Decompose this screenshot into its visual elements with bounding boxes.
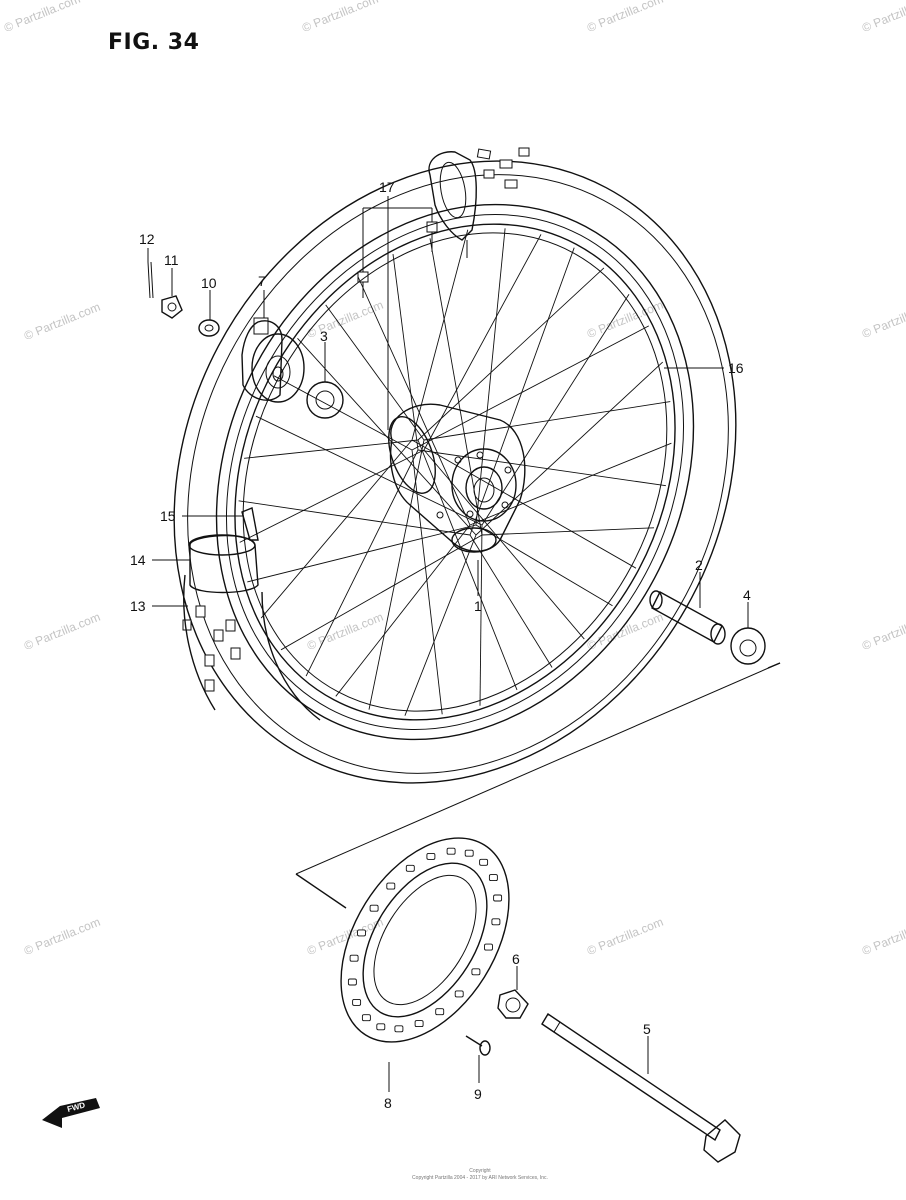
- wheel-bearing-3: [306, 381, 344, 419]
- disc-vent-hole: [376, 1023, 386, 1031]
- disc-vent-hole: [352, 998, 362, 1006]
- callout-17: 17: [379, 179, 395, 195]
- spoke: [280, 534, 483, 651]
- disc-vent-hole: [347, 978, 357, 986]
- spoke: [469, 442, 672, 526]
- spoke: [404, 534, 477, 716]
- disc-vent-hole: [414, 1020, 424, 1028]
- spoke: [255, 415, 483, 526]
- brake-disc-8: [340, 837, 510, 1043]
- figure-title: FIG. 34: [108, 30, 200, 55]
- disc-vent-hole: [464, 849, 474, 857]
- front-axle-5: [541, 1013, 741, 1163]
- disc-vent-hole: [471, 968, 481, 976]
- spoke: [238, 500, 471, 536]
- spoke: [475, 361, 664, 536]
- spoke: [469, 247, 575, 536]
- spoke: [423, 401, 671, 441]
- spoke: [475, 228, 506, 526]
- spacer-2: [649, 590, 726, 645]
- rim-band: [183, 507, 321, 721]
- spoke: [423, 449, 585, 640]
- callout-16: 16: [728, 360, 744, 376]
- rim-lock: [357, 151, 477, 298]
- disc-vent-hole: [394, 1025, 404, 1033]
- callout-5: 5: [643, 1021, 651, 1037]
- spoke: [305, 449, 419, 677]
- spoke: [481, 293, 630, 526]
- disc-vent-hole: [386, 882, 396, 890]
- disc-vent-hole: [446, 847, 456, 855]
- spoke: [417, 439, 518, 691]
- callout-numbers: 1 2 3 4 5 6 7 8 9 10 11 12 13 14 15 16 1…: [130, 179, 751, 1111]
- disc-vent-hole: [426, 852, 436, 860]
- spoke: [479, 524, 483, 706]
- callout-8: 8: [384, 1095, 392, 1111]
- disc-vent-hole: [488, 874, 498, 882]
- washer-10: [198, 319, 220, 337]
- spokes: [238, 228, 672, 716]
- callout-12: 12: [139, 231, 155, 247]
- callout-15: 15: [160, 508, 176, 524]
- leader-lines: [147, 196, 749, 1092]
- disc-vent-hole: [435, 1008, 445, 1016]
- disc-vent-hole: [484, 943, 493, 951]
- disc-vent-hole: [405, 864, 415, 872]
- callout-6: 6: [512, 951, 520, 967]
- disc-vent-hole: [479, 858, 489, 866]
- copyright-line-1: Copyright: [469, 1168, 491, 1174]
- callout-9: 9: [474, 1086, 482, 1102]
- callout-4: 4: [743, 587, 751, 603]
- disc-vent-hole: [454, 990, 464, 998]
- assembly-axis-line: [295, 662, 781, 909]
- callout-2: 2: [695, 557, 703, 573]
- disc-vent-hole: [491, 918, 501, 926]
- spoke: [297, 337, 477, 536]
- callout-11: 11: [164, 252, 179, 268]
- cotter-pin-12: [147, 261, 154, 299]
- spoke: [475, 524, 613, 607]
- disc-vent-hole: [357, 929, 366, 937]
- spoke: [469, 534, 553, 668]
- spoke: [411, 439, 637, 569]
- spoke: [392, 254, 419, 451]
- spoke: [417, 267, 605, 441]
- spoke: [247, 524, 477, 583]
- disc-vent-hole: [349, 954, 359, 962]
- disc-vent-hole: [493, 894, 503, 902]
- nut-11: [161, 295, 183, 319]
- callout-10: 10: [201, 275, 217, 291]
- spoke: [239, 449, 425, 543]
- copyright-notice: Copyright Copyright Partzilla 2004 - 201…: [380, 1168, 580, 1182]
- callout-14: 14: [130, 552, 146, 568]
- spoke: [423, 234, 542, 451]
- tire: [173, 160, 737, 784]
- copyright-line-2: Copyright Partzilla 2004 - 2017 by ARI N…: [412, 1175, 548, 1181]
- tire-tread: [182, 147, 530, 692]
- hub: [388, 403, 526, 553]
- speedometer-gearbox: [241, 317, 305, 403]
- spoke: [357, 276, 471, 526]
- spoke: [335, 524, 471, 697]
- callout-13: 13: [130, 598, 146, 614]
- spoke: [481, 527, 655, 536]
- disc-vent-hole: [369, 904, 379, 912]
- spoke: [260, 439, 413, 619]
- disc-screw-9: [465, 1035, 491, 1056]
- spoke: [417, 449, 666, 487]
- wheel-bearing-4: [730, 627, 766, 665]
- callout-7: 7: [258, 273, 266, 289]
- forward-arrow-icon: FWD: [42, 1098, 100, 1128]
- disc-vent-hole: [361, 1014, 371, 1022]
- callout-3: 3: [320, 328, 328, 344]
- axle-collar-6: [497, 989, 529, 1019]
- spoke: [429, 238, 483, 536]
- spoke: [411, 325, 650, 451]
- spoke: [368, 439, 425, 710]
- callout-1: 1: [474, 598, 482, 614]
- spoke: [325, 304, 425, 441]
